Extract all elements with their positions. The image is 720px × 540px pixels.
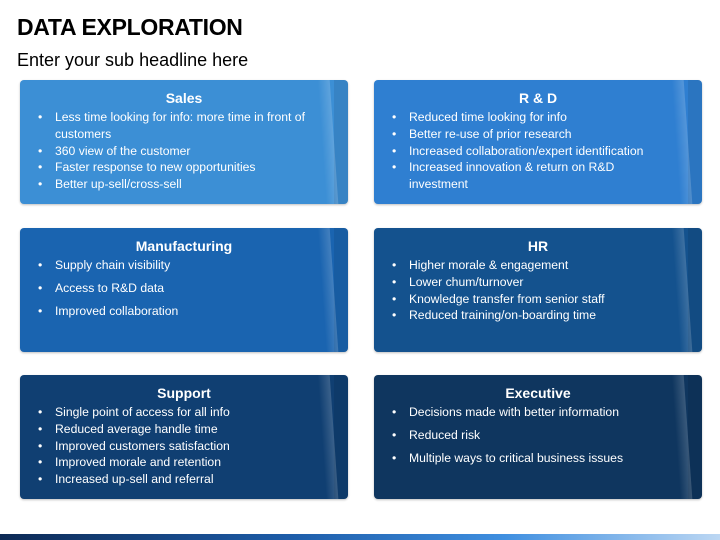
card-title-manufacturing: Manufacturing	[135, 238, 233, 254]
card-title-sales: Sales	[165, 90, 203, 106]
card-list-rnd: Reduced time looking for info Better re-…	[374, 109, 702, 193]
card-executive: Executive Decisions made with better inf…	[374, 375, 702, 499]
list-item: Faster response to new opportunities	[38, 159, 318, 176]
list-item: Reduced time looking for info	[392, 109, 672, 126]
list-item: Single point of access for all info	[38, 404, 318, 421]
card-title-support: Support	[157, 385, 211, 401]
list-item: Better up-sell/cross-sell	[38, 176, 318, 193]
card-title-hr: HR	[527, 238, 549, 254]
list-item: Reduced training/on-boarding time	[392, 307, 672, 324]
card-list-hr: Higher morale & engagement Lower chum/tu…	[374, 257, 702, 324]
card-list-manufacturing: Supply chain visibility Access to R&D da…	[20, 257, 348, 320]
list-item: Decisions made with better information	[392, 404, 672, 421]
list-item: 360 view of the customer	[38, 143, 318, 160]
card-list-sales: Less time looking for info: more time in…	[20, 109, 348, 193]
list-item: Supply chain visibility	[38, 257, 318, 274]
page-title: DATA EXPLORATION	[17, 14, 243, 40]
list-item: Improved collaboration	[38, 303, 318, 320]
card-manufacturing: Manufacturing Supply chain visibility Ac…	[20, 228, 348, 352]
list-item: Reduced risk	[392, 427, 672, 444]
page-subtitle: Enter your sub headline here	[17, 50, 249, 70]
card-hr: HR Higher morale & engagement Lower chum…	[374, 228, 702, 352]
card-title-rnd: R & D	[518, 90, 558, 106]
list-item: Higher morale & engagement	[392, 257, 672, 274]
list-item: Lower chum/turnover	[392, 274, 672, 291]
card-rnd: R & D Reduced time looking for info Bett…	[374, 80, 702, 204]
list-item: Knowledge transfer from senior staff	[392, 291, 672, 308]
list-item: Reduced average handle time	[38, 421, 318, 438]
list-item: Multiple ways to critical business issue…	[392, 450, 672, 467]
card-support: Support Single point of access for all i…	[20, 375, 348, 499]
list-item: Access to R&D data	[38, 280, 318, 297]
list-item: Improved morale and retention	[38, 454, 318, 471]
card-list-executive: Decisions made with better information R…	[374, 404, 702, 467]
list-item: Increased collaboration/expert identific…	[392, 143, 672, 160]
list-item: Improved customers satisfaction	[38, 438, 318, 455]
card-sales: Sales Less time looking for info: more t…	[20, 80, 348, 204]
bottom-accent-bar	[0, 534, 720, 540]
card-title-executive: Executive	[505, 385, 571, 401]
list-item: Increased innovation & return on R&D inv…	[392, 159, 672, 193]
list-item: Increased up-sell and referral	[38, 471, 318, 488]
list-item: Less time looking for info: more time in…	[38, 109, 318, 143]
card-list-support: Single point of access for all info Redu…	[20, 404, 348, 488]
list-item: Better re-use of prior research	[392, 126, 672, 143]
